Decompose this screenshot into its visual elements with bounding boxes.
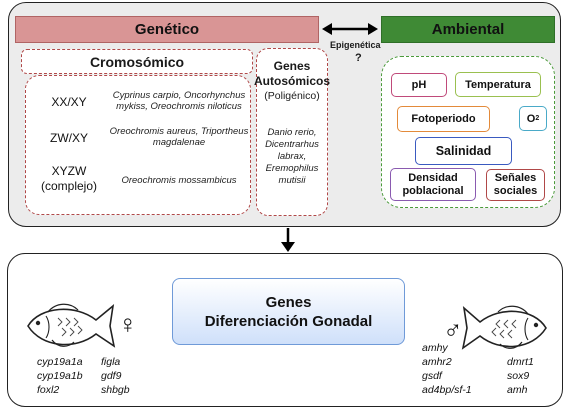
factor-senales: Señales sociales [486,169,545,201]
factor-temperatura: Temperatura [455,72,541,97]
autosomal-subtitle: (Poligénico) [264,90,320,102]
factor-salinidad-label: Salinidad [435,144,492,158]
gonadal-title-1: Genes [265,293,312,311]
system-xyzw: XYZW [51,164,87,178]
factor-salinidad: Salinidad [415,137,512,165]
autosomal-species-2: Dicentrarhus [265,138,319,150]
female-gene-3: foxl2 [37,384,60,396]
autosomal-species-3: labrax, [277,150,307,162]
autosomal-species-1: Danio rerio, [267,126,317,138]
female-gene-4: figla [101,356,121,368]
autosomal-genes-box [256,48,328,216]
female-gene-6: shbgb [101,384,130,396]
factor-densidad: Densidad poblacional [390,168,476,201]
genetico-box: Genético [15,16,319,43]
ambiental-label: Ambiental [431,21,505,38]
male-gene-2: amhr2 [422,356,452,368]
factor-fotoperiodo: Fotoperiodo [397,106,490,132]
male-gene-6: sox9 [507,370,530,382]
factor-temperatura-label: Temperatura [465,78,531,91]
factor-densidad-label-1: Densidad [408,171,458,184]
chromosomal-systems-table [25,75,251,215]
epigenetica-label: Epigenética [330,40,381,50]
autosomal-title-2: Autosómicos [254,74,331,88]
down-arrow-icon [281,228,295,252]
system-xyzw-note: (complejo) [40,179,97,193]
species-xyzw: Oreochromis mossambicus [121,174,237,186]
system-xx-xy: XX/XY [51,95,87,109]
male-gene-1: amhy [422,342,448,354]
double-arrow-icon [322,23,378,35]
female-gene-1: cyp19a1a [37,356,83,368]
epigenetica-question: ? [355,52,362,64]
factor-fotoperiodo-label: Fotoperiodo [411,113,476,125]
factor-ph-label: pH [411,79,427,91]
factor-o2-label: O [526,112,536,125]
male-symbol-icon: ♂ [443,314,463,344]
male-fish-icon [461,305,547,350]
female-fish-icon [27,303,116,348]
male-gene-5: dmrt1 [507,356,534,368]
factor-ph: pH [391,73,447,97]
factor-o2-subscript: 2 [535,115,540,122]
genetico-label: Genético [134,21,200,38]
female-symbol-icon: ♀ [118,309,138,339]
male-gene-3: gsdf [422,370,442,382]
ambiental-box: Ambiental [381,16,555,43]
male-gene-4: ad4bp/sf-1 [422,384,472,396]
male-gene-7: amh [507,384,528,396]
autosomal-species-5: mutisii [278,174,306,186]
species-zw-xy: Oreochromis aureus, Triportheus magdalen… [109,126,249,148]
species-xx-xy: Cyprinus carpio, Oncorhynchus mykiss, Or… [112,90,246,112]
autosomal-title-1: Genes [273,59,311,73]
female-gene-5: gdf9 [101,370,122,382]
female-gene-2: cyp19a1b [37,370,83,382]
factor-senales-label-2: sociales [493,185,538,197]
gonadal-genes-box: Genes Diferenciación Gonadal [172,278,405,345]
factor-senales-label-1: Señales [494,172,537,184]
cromosomico-label: Cromosómico [89,53,185,70]
cromosomico-box: Cromosómico [21,49,253,74]
autosomal-species-4: Eremophilus [265,162,319,174]
gonadal-title-2: Diferenciación Gonadal [204,312,373,330]
system-zw-xy: ZW/XY [50,131,88,145]
factor-densidad-label-2: poblacional [402,184,464,197]
